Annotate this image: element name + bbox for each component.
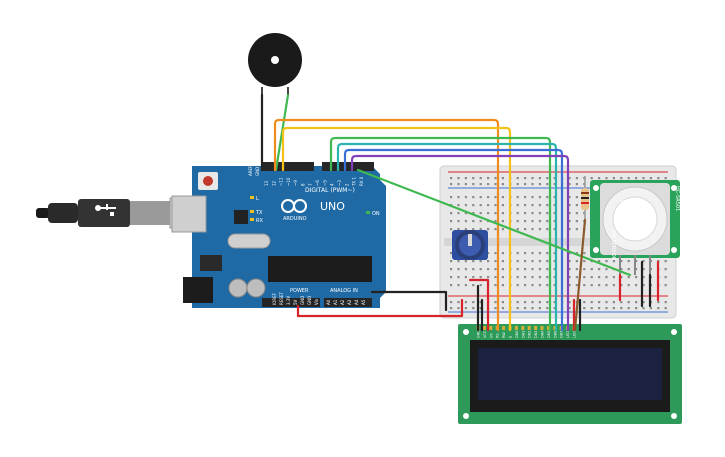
lcd-pin-1 [482, 326, 486, 330]
lcd-pin-7 [521, 326, 525, 330]
led-rx-label: RX [256, 218, 263, 224]
lcd-pin-4 [502, 326, 506, 330]
usb-cable-icon [36, 197, 193, 229]
digital-pin-label-13: RX 0 [359, 176, 364, 186]
pir-model-label: HC-SR501 [674, 186, 680, 211]
power-pin-label-6: Vin [314, 298, 319, 305]
digital-pin-label-0: 13 [264, 180, 269, 186]
lcd-pin-label-6: DB0 [515, 331, 519, 338]
lcd-pin-label-8: DB2 [528, 331, 532, 338]
lcd-pin-label-10: DB4 [541, 330, 545, 338]
digital-pin-label-6: 7 [308, 183, 313, 186]
lcd-pin-2 [489, 326, 493, 330]
analog-pin-label-2: A2 [340, 299, 345, 305]
board-brand-text: ARDUINO [283, 216, 307, 222]
lcd-pin-label-13: DB7 [560, 331, 564, 338]
lcd-pin-label-1: VCC [483, 330, 487, 338]
digital-pin-label-2: ~11 [279, 177, 284, 186]
pir-pin-label-out: OUT [625, 200, 630, 209]
digital-pin-label-5: 8 [301, 183, 306, 186]
d12-wire-orange [273, 118, 500, 332]
arduino-uno-board: DIGITAL (PWM~) ANALOG IN POWER UNO ARDUI… [171, 162, 386, 308]
power-pin-label-0: IOREF [272, 292, 277, 305]
analog-pin-label-1: A1 [333, 299, 338, 305]
lcd-pin-label-9: DB3 [534, 331, 538, 338]
gnd-label: GND [255, 167, 260, 176]
lcd-pin-label-7: DB1 [521, 331, 525, 338]
led-on-label: ON [372, 211, 380, 217]
d4-wire-blue [343, 148, 564, 332]
d3-wire-purple [350, 154, 570, 332]
power-pin-label-3: 5V [293, 299, 298, 305]
power-pin-label-1: RESET [279, 292, 284, 305]
resistor-wire-brown [573, 218, 587, 332]
d2-pir-wire-green [356, 168, 632, 277]
digital-header-label: DIGITAL (PWM~) [305, 187, 355, 194]
lcd-pin-8 [527, 326, 531, 330]
led-l-label: L [256, 196, 259, 202]
analog-pin-label-4: A4 [354, 299, 359, 305]
potentiometer-icon [452, 230, 488, 260]
led-tx-label: TX [255, 210, 263, 216]
digital-pin-label-10: ~3 [337, 180, 342, 186]
digital-pin-label-3: ~10 [286, 177, 291, 186]
power-pin-label-5: GND [307, 296, 312, 305]
analog-pin-label-5: A5 [361, 299, 366, 305]
lcd-pin-label-15: LED [573, 331, 577, 338]
lcd-pin-6 [514, 326, 518, 330]
lcd-pin-label-11: DB5 [547, 331, 551, 338]
lcd-pin-label-3: RS [496, 333, 500, 338]
lcd-pin-label-14: LED [566, 331, 570, 338]
resistor-icon [581, 176, 589, 220]
pir-side-label: PIR SENSOR [610, 230, 616, 261]
pir-pin-label-gnd: GND [631, 200, 636, 209]
lcd-pin-label-2: V0 [489, 333, 493, 338]
digital-pin-label-9: 4 [330, 183, 335, 186]
lcd-pin-label-0: GND [477, 330, 481, 338]
digital-pin-label-1: 12 [271, 180, 276, 186]
infinity-logo-icon [281, 199, 307, 213]
lcd-pin-label-12: DB6 [553, 331, 557, 338]
power-pin-label-4: GND [300, 296, 305, 305]
power-header-label: POWER [290, 288, 309, 294]
lcd-pin-9 [534, 326, 538, 330]
d6-wire-green [329, 136, 552, 332]
gnd-wire-black [370, 290, 448, 312]
lcd-pin-11 [546, 326, 550, 330]
digital-pin-label-7: ~6 [315, 180, 320, 186]
lcd-pin-label-5: E [509, 336, 513, 338]
digital-pin-label-4: ~9 [293, 180, 298, 186]
analog-pin-label-3: A3 [347, 299, 352, 305]
analog-pin-label-0: A0 [326, 299, 331, 305]
pir-sensor: PIR SENSOR HC-SR501 VCC OUT GND [590, 180, 680, 275]
aref-label: AREF [248, 165, 253, 176]
d11-wire-yellow [281, 126, 512, 332]
digital-pin-label-11: 2 [344, 183, 349, 186]
lcd-pin-12 [553, 326, 557, 330]
board-model-text: UNO [320, 200, 345, 213]
digital-pin-label-12: TX 1 [352, 177, 357, 187]
buzzer-icon [248, 33, 302, 95]
pot-wire-red [468, 278, 490, 332]
pir-pin-label-vcc: VCC [619, 200, 624, 209]
lcd-pin-label-4: RW [502, 332, 506, 338]
power-pin-label-2: 3.3V [286, 296, 291, 305]
d5-wire-teal [336, 142, 558, 332]
analog-header-label: ANALOG IN [330, 288, 358, 294]
digital-pin-label-8: ~5 [322, 180, 327, 186]
lcd-pin-10 [540, 326, 544, 330]
5v-wire-red [296, 298, 464, 318]
